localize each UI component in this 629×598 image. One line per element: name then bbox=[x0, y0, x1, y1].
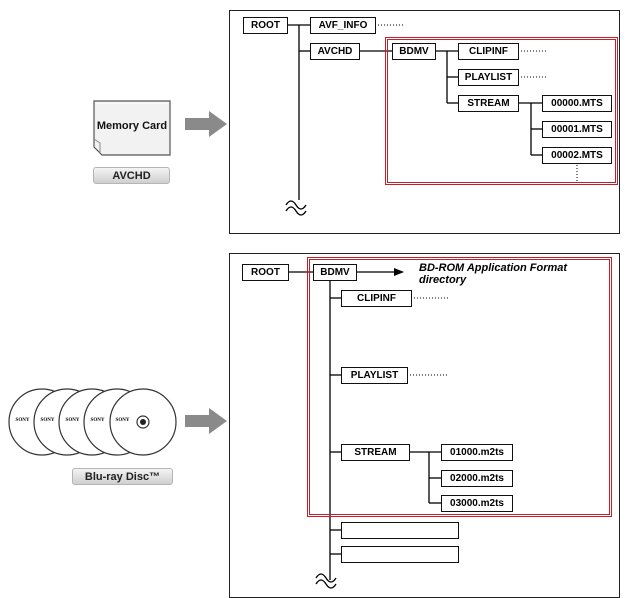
bd-rom-note: BD-ROM Application Format directory bbox=[419, 262, 568, 286]
bluray-bdmv-highlight bbox=[307, 257, 612, 517]
avchd-stream-node: STREAM bbox=[458, 95, 519, 112]
bluray-clipinf-node: CLIPINF bbox=[341, 290, 412, 307]
avf-info-node: AVF_INFO bbox=[310, 17, 376, 34]
right-arrow-icon bbox=[185, 111, 227, 137]
right-arrow-icon bbox=[185, 408, 227, 434]
avchd-bdmv-node: BDMV bbox=[392, 43, 436, 60]
avchd-file-node: 00001.MTS bbox=[542, 121, 612, 138]
avchd-clipinf-node: CLIPINF bbox=[458, 43, 519, 60]
avchd-file-node: 00002.MTS bbox=[542, 147, 612, 164]
avchd-file-node: 00000.MTS bbox=[542, 95, 612, 112]
bluray-file-node: 02000.m2ts bbox=[441, 470, 513, 487]
bluray-file-node: 03000.m2ts bbox=[441, 495, 513, 512]
disc-brand-label: SONY bbox=[40, 418, 55, 423]
avchd-folder-node: AVCHD bbox=[310, 43, 360, 60]
avchd-root-node: ROOT bbox=[243, 17, 288, 34]
avchd-caption: AVCHD bbox=[93, 167, 170, 184]
avchd-bdmv-highlight bbox=[385, 37, 618, 185]
bluray-stream-node: STREAM bbox=[341, 444, 410, 461]
memory-card-label: Memory Card bbox=[96, 120, 168, 132]
memory-card-icon bbox=[93, 100, 171, 156]
disc-brand-label: SONY bbox=[90, 418, 105, 423]
bluray-playlist-node: PLAYLIST bbox=[341, 367, 408, 384]
disc-brand-label: SONY bbox=[65, 418, 80, 423]
bluray-root-node: ROOT bbox=[242, 264, 289, 281]
bluray-bdmv-node: BDMV bbox=[313, 264, 357, 281]
bluray-caption: Blu-ray Disc™ bbox=[72, 468, 173, 485]
bluray-other-folder-node bbox=[341, 522, 459, 539]
bluray-other-folder-node bbox=[341, 546, 459, 563]
bluray-file-node: 01000.m2ts bbox=[441, 444, 513, 461]
bluray-discs-icon bbox=[8, 388, 177, 456]
disc-brand-label: SONY bbox=[115, 418, 130, 423]
avchd-playlist-node: PLAYLIST bbox=[458, 69, 519, 86]
bluray-structure-panel bbox=[229, 253, 620, 598]
disc-brand-label: SONY bbox=[15, 418, 30, 423]
